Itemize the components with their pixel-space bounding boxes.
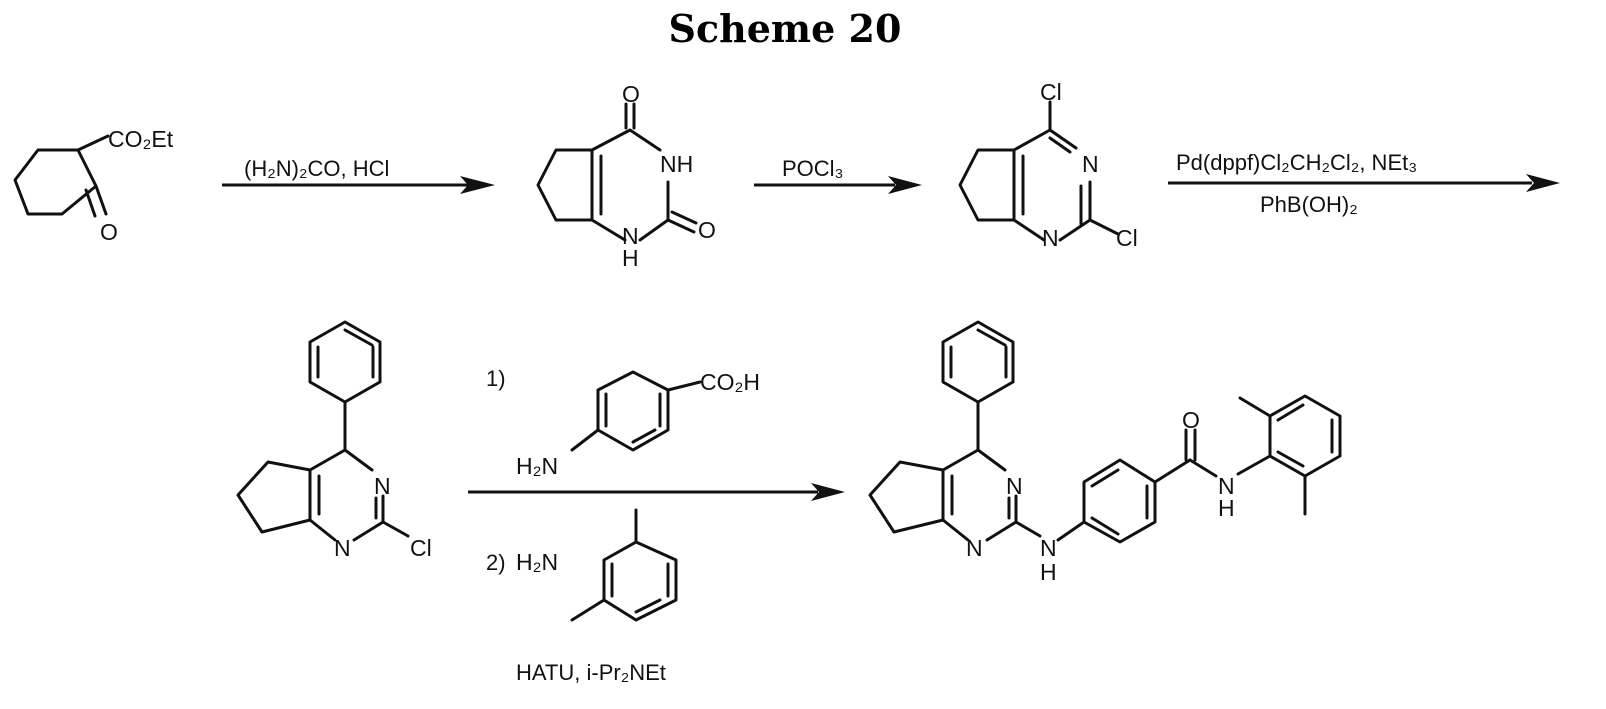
linker-h-label: H — [1040, 559, 1057, 585]
linker-n-label: N — [1040, 535, 1057, 561]
reaction-arrow-3: Pd(dppf)Cl₂CH₂Cl₂, NEt₃ PhB(OH)₂ — [1168, 150, 1560, 217]
right-cl-label: Cl — [1116, 225, 1138, 251]
ring-n-lower-label: N — [334, 535, 351, 561]
h2n-label-1: H₂N — [516, 453, 558, 479]
ring-n-upper-label: N — [1082, 151, 1099, 177]
reaction-arrow-1: (H₂N)₂CO, HCl — [222, 156, 495, 194]
compound-product: N N N H O N H — [870, 322, 1340, 585]
arrow-4-conditions: HATU, i-Pr₂NEt — [516, 660, 666, 685]
arrow-1-reagent: (H₂N)₂CO, HCl — [244, 156, 389, 181]
ring-n-upper-label: N — [1006, 473, 1023, 499]
ring-n-lower-label: N — [1042, 225, 1059, 251]
amide-o-label: O — [1182, 407, 1200, 433]
amide-h-label: H — [1218, 495, 1235, 521]
ring-n-lower-label: N — [966, 535, 983, 561]
right-o-label: O — [698, 217, 716, 243]
co2et-label: CO₂Et — [108, 126, 174, 152]
compound-chlorophenylpyrimidine: N N Cl — [238, 322, 432, 561]
arrow-3-reagent-bottom: PhB(OH)₂ — [1260, 192, 1358, 217]
nh-label: NH — [660, 151, 693, 177]
top-o-label: O — [622, 81, 640, 107]
h2n-label-2: H₂N — [516, 549, 558, 575]
compound-pyrimidinedione: O NH O N H — [538, 81, 716, 271]
compound-ketoester: CO₂Et O — [15, 126, 174, 245]
arrow-3-reagent-top: Pd(dppf)Cl₂CH₂Cl₂, NEt₃ — [1176, 150, 1417, 175]
scheme-title: Scheme 20 — [669, 6, 902, 51]
reaction-arrow-2: POCl₃ — [754, 156, 922, 194]
compound-dichloropyrimidine: Cl N N Cl — [960, 79, 1138, 251]
top-cl-label: Cl — [1040, 79, 1062, 105]
reaction-arrow-4: 1) CO₂H H₂N 2) H₂N HATU, i-Pr₂NEt — [468, 366, 845, 685]
step-2-marker: 2) — [486, 550, 506, 575]
arrow-2-reagent: POCl₃ — [782, 156, 844, 181]
ketone-o-label: O — [100, 219, 118, 245]
ring-n-upper-label: N — [374, 473, 391, 499]
co2h-label: CO₂H — [700, 369, 760, 395]
cl-label: Cl — [410, 535, 432, 561]
step-1-marker: 1) — [486, 366, 506, 391]
ring-h-label: H — [622, 245, 639, 271]
